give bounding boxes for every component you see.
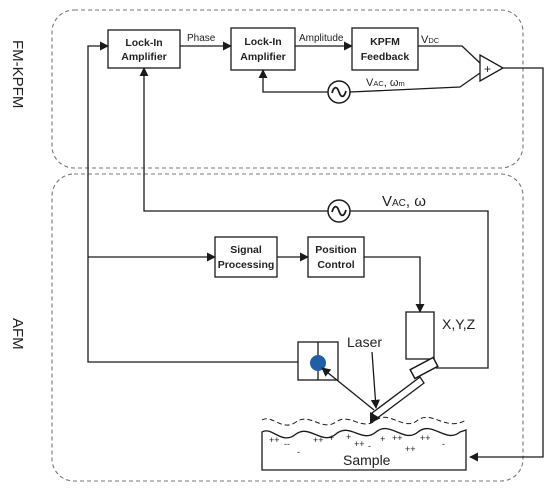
charge-7: ++ (354, 439, 365, 449)
kpfm-feedback-block: KPFM Feedback (351, 27, 419, 71)
vac-m-label: VAC, ωm (366, 77, 405, 89)
lock-in-2-line2: Amplifier (240, 51, 286, 63)
laser-beam (370, 351, 380, 409)
kpfm-line2: Feedback (361, 51, 410, 63)
amplitude-label: Amplitude (299, 33, 344, 44)
omega-m-to-adder (349, 72, 481, 93)
lock-in-1-line2: Amplifier (121, 51, 167, 63)
lock-in-amplifier-2: Lock-In Amplifier (230, 27, 296, 71)
piezo-holder (409, 356, 439, 380)
adder-to-sample-wire (469, 67, 544, 462)
charge-5: + (329, 433, 334, 443)
signal-processing-block: Signal Processing (214, 236, 278, 278)
charge-2: -- (284, 439, 290, 449)
vdc-wire (418, 45, 481, 64)
position-control-block: Position Control (307, 236, 365, 278)
detector-feedback-wire (87, 41, 298, 363)
lock-in-1-line1: Lock-In (125, 37, 162, 49)
reflected-beam (321, 367, 375, 411)
afm-section (51, 173, 524, 482)
sample-charges: ++ -- - ++ + + ++ - + ++ ++ - ++ (269, 432, 445, 457)
phase-label: Phase (187, 33, 216, 44)
cantilever-tip (370, 412, 380, 424)
vac-label: VAC, ω (382, 193, 426, 210)
sine-m-icon (331, 86, 347, 98)
tip-sample-field (261, 416, 467, 426)
adder-plus: + (484, 62, 491, 76)
fm-kpfm-label: FM-KPFM (9, 40, 26, 108)
laser-spot-icon (310, 355, 326, 371)
scanner-block (405, 311, 435, 360)
laser-label: Laser (347, 334, 382, 350)
charge-6: + (346, 432, 351, 442)
lock-in-2-line1: Lock-In (244, 36, 281, 48)
pc-to-scanner-wire (364, 256, 425, 313)
fm-kpfm-section (51, 9, 524, 169)
charge-9: + (380, 434, 385, 444)
sample-body (261, 427, 467, 471)
charge-13: ++ (405, 444, 416, 454)
sine-icon (331, 205, 347, 217)
position-line1: Position (315, 244, 356, 256)
charge-12: - (442, 439, 445, 449)
charge-1: ++ (269, 435, 280, 445)
signal-line1: Signal (230, 244, 262, 256)
position-line2: Control (317, 259, 354, 271)
charge-11: ++ (420, 433, 431, 443)
charge-8: - (368, 441, 371, 451)
omega-to-lockin1-wire (139, 67, 328, 212)
charge-10: ++ (392, 433, 403, 443)
adder-triangle (479, 53, 505, 83)
omega-m-to-lockin2 (258, 69, 328, 93)
kpfm-line1: KPFM (370, 36, 400, 48)
afm-label: AFM (9, 318, 26, 350)
vdc-label: VDC (421, 34, 440, 46)
xyz-label: X,Y,Z (442, 316, 476, 332)
charge-3: - (297, 447, 300, 457)
omega-to-tip-wire (350, 210, 489, 369)
photodetector (297, 341, 339, 381)
lock-in-amplifier-1: Lock-In Amplifier (107, 29, 181, 69)
sample-label: Sample (343, 452, 391, 468)
cantilever (371, 376, 425, 420)
charge-4: ++ (313, 435, 324, 445)
signal-line2: Processing (218, 259, 275, 271)
